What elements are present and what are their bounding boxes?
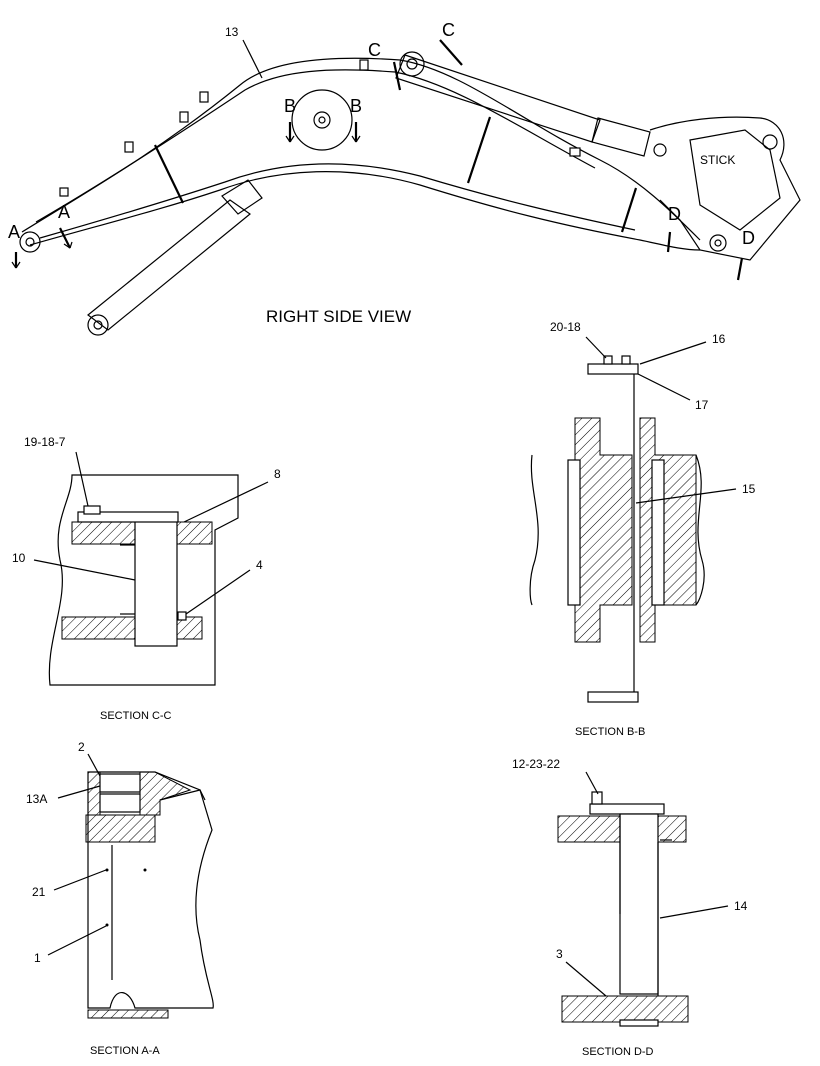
callout-13a: 13A	[26, 792, 47, 806]
callout-20-18: 20-18	[550, 320, 581, 334]
section-marker-a-left: A	[8, 222, 20, 242]
callout-17: 17	[695, 398, 709, 412]
callout-13: 13	[225, 25, 239, 39]
section-a-a-caption: SECTION A-A	[90, 1045, 160, 1057]
callout-21: 21	[32, 885, 46, 899]
callout-15: 15	[742, 482, 756, 496]
callout-10: 10	[12, 551, 26, 565]
callout-4: 4	[256, 558, 263, 572]
callout-16: 16	[712, 332, 726, 346]
section-marker-d-left: D	[668, 204, 681, 224]
right-side-view: 13 A A B B C C D D STICK RIGHT SIDE VIEW	[8, 20, 801, 336]
section-marker-b-left: B	[284, 96, 296, 116]
callout-8: 8	[274, 467, 281, 481]
callout-19-18-7: 19-18-7	[24, 435, 66, 449]
section-d-d: 12-23-22 14 3 SECTION D-D	[512, 757, 748, 1058]
section-marker-b-right: B	[350, 96, 362, 116]
callout-1: 1	[34, 951, 41, 965]
callout-2: 2	[78, 740, 85, 754]
callout-14: 14	[734, 899, 748, 913]
section-a-a: 2 13A 21 1 SECTION A-A	[26, 740, 214, 1057]
section-marker-c-left: C	[368, 40, 381, 60]
section-c-c-caption: SECTION C-C	[100, 710, 172, 722]
stick-label: STICK	[700, 153, 735, 167]
section-b-b: 20-18 16 17 15 SECTION B-B	[529, 320, 756, 738]
section-b-b-caption: SECTION B-B	[575, 726, 645, 738]
callout-3: 3	[556, 947, 563, 961]
section-marker-c-right: C	[442, 20, 455, 40]
section-marker-d-right: D	[742, 228, 755, 248]
section-marker-a-right: A	[58, 202, 70, 222]
section-d-d-caption: SECTION D-D	[582, 1046, 654, 1058]
section-c-c: 19-18-7 8 10 4 SECTION C-C	[12, 435, 281, 722]
right-side-view-caption: RIGHT SIDE VIEW	[266, 307, 411, 326]
callout-12-23-22: 12-23-22	[512, 757, 560, 771]
